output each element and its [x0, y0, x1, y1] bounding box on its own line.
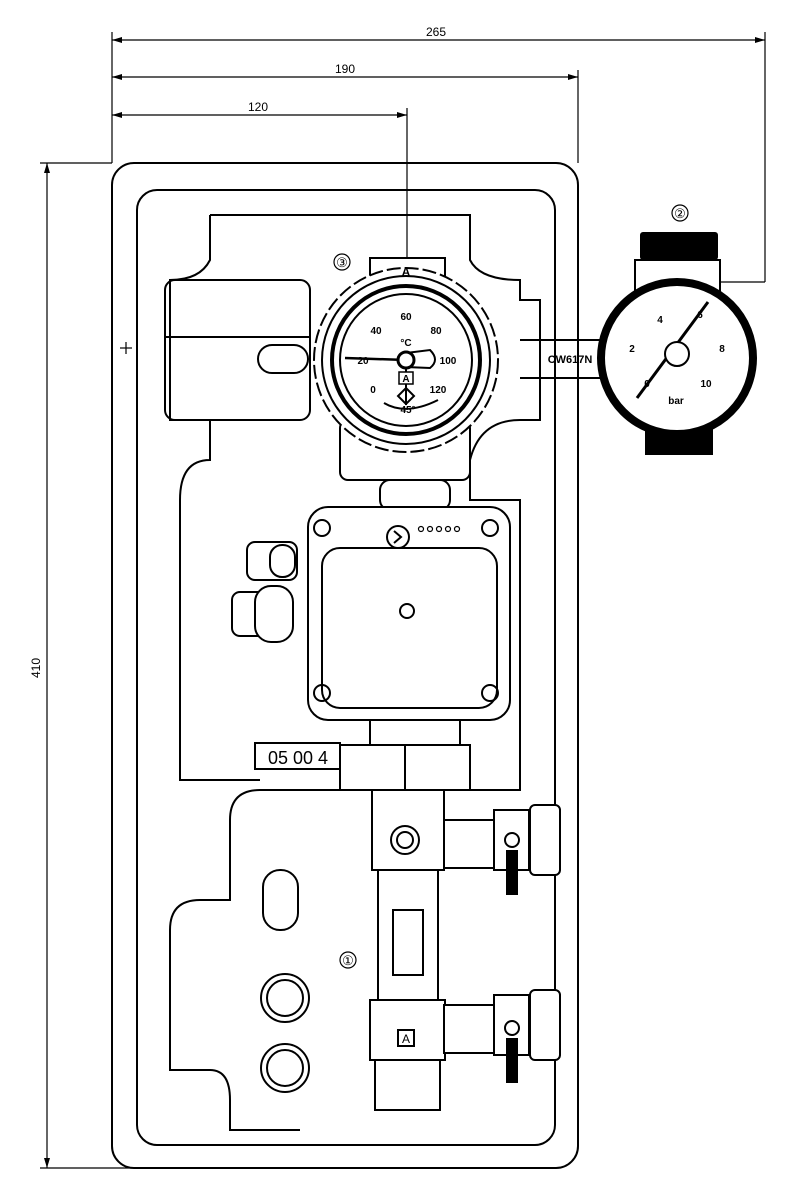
- valve-marker-box: [397, 1029, 415, 1047]
- gauge-scale-2: 2: [629, 344, 635, 355]
- callout-thermometer: ③: [336, 255, 348, 270]
- thermometer: [313, 257, 499, 481]
- callout-circle-1: [339, 951, 357, 969]
- thermometer-scale-60: 60: [400, 312, 412, 323]
- dimension-410: 410: [29, 658, 43, 678]
- callout-ball-valve: ①: [342, 953, 354, 968]
- gauge-scale-6: 6: [697, 310, 703, 321]
- pump-label-plate: [254, 742, 341, 770]
- gauge-scale-10: 10: [700, 379, 712, 390]
- back-plate: [111, 162, 605, 1169]
- thermometer-window-marker: A: [402, 374, 409, 385]
- thermometer-unit: °C: [400, 338, 411, 349]
- gauge-unit: bar: [668, 396, 684, 407]
- thermometer-scale-40: 40: [370, 326, 382, 337]
- dimension-120: 120: [248, 100, 268, 114]
- gauge-scale-8: 8: [719, 344, 725, 355]
- thermometer-scale-20: 20: [357, 356, 369, 367]
- dimension-265: 265: [426, 25, 446, 39]
- callout-circle-2: [671, 204, 689, 222]
- dimension-lines: [40, 32, 766, 1169]
- callout-circle-3: [333, 253, 351, 271]
- thermometer-marker: A: [402, 265, 411, 279]
- valve-marker: A: [402, 1032, 410, 1046]
- circulation-pump: [231, 479, 511, 791]
- callout-pressure-gauge: ②: [674, 206, 686, 221]
- gauge-scale-4: 4: [657, 315, 663, 326]
- thermometer-scale-100: 100: [440, 356, 457, 367]
- gauge-scale-0: 0: [644, 379, 650, 390]
- thermometer-scale-0: 0: [370, 385, 376, 396]
- material-label: CW617N: [548, 354, 593, 366]
- pump-label: 05 00 4: [268, 748, 328, 768]
- thermometer-bottom-label: 45°: [400, 405, 415, 416]
- thermometer-scale-80: 80: [430, 326, 442, 337]
- pressure-gauge: [597, 232, 757, 455]
- ball-valve: [369, 789, 561, 1111]
- dimension-190: 190: [335, 62, 355, 76]
- thermometer-scale-120: 120: [430, 385, 447, 396]
